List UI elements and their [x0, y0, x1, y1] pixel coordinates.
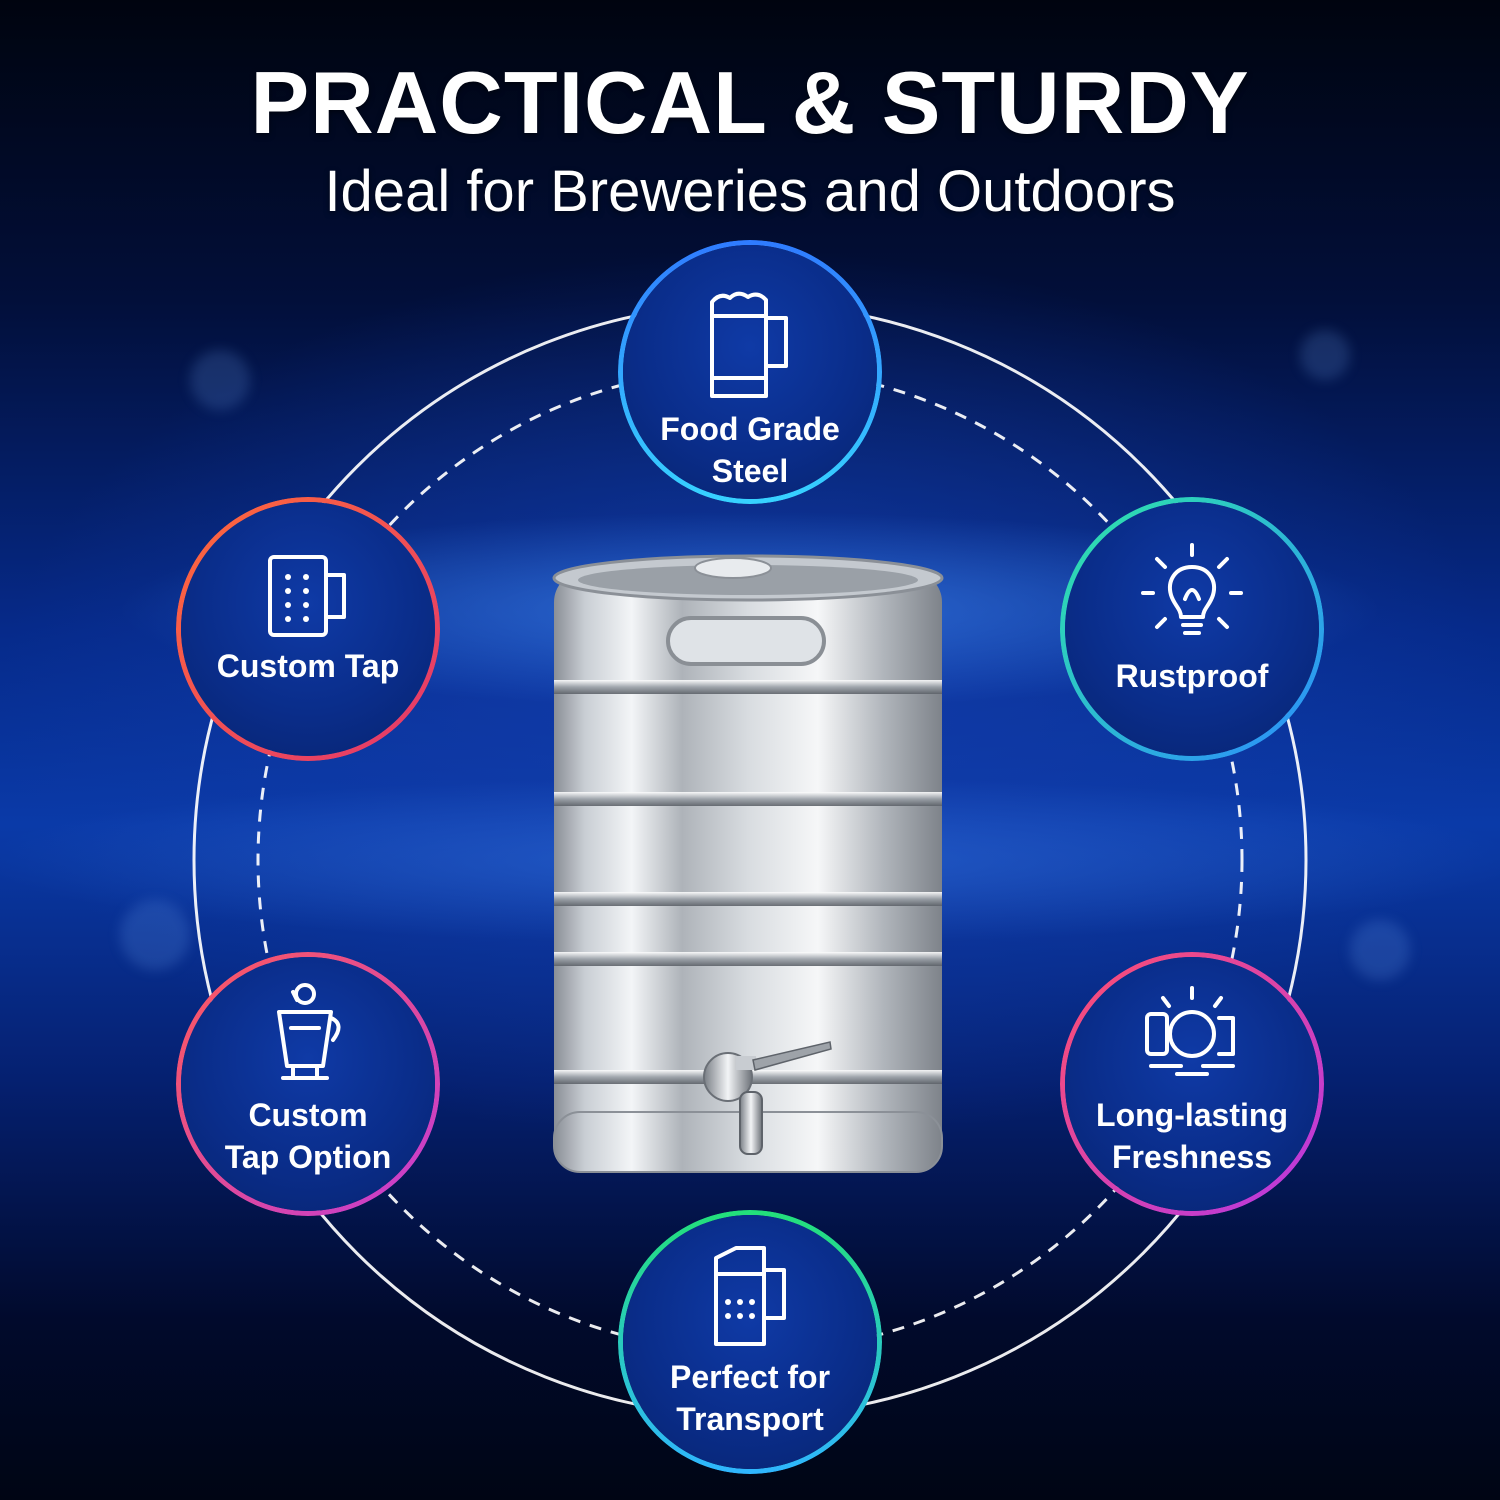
bokeh-light	[190, 350, 250, 410]
bokeh-light	[1350, 920, 1410, 980]
feature-custom-tap: Custom Tap	[176, 497, 440, 761]
jug-icon	[714, 1246, 786, 1346]
beer-mug-icon	[710, 291, 788, 398]
feature-label: Custom Tap	[216, 648, 400, 684]
feature-label: Rustproof	[1115, 658, 1269, 694]
freshness-glow-icon	[1145, 986, 1235, 1076]
feature-food-grade-steel: Food Grade Steel	[618, 240, 882, 504]
feature-rustproof: Rustproof	[1060, 497, 1324, 761]
bokeh-light	[120, 900, 190, 970]
feature-label: Food Grade Steel	[660, 411, 840, 489]
lightbulb-icon	[1141, 543, 1243, 635]
keg-image	[552, 554, 944, 1173]
bokeh-light	[1300, 330, 1350, 380]
page-subtitle: Ideal for Breweries and Outdoors	[324, 159, 1176, 224]
page-title: PRACTICAL & STURDY	[250, 53, 1250, 152]
tap-glass-icon	[277, 983, 341, 1080]
dotted-mug-icon	[268, 555, 346, 637]
